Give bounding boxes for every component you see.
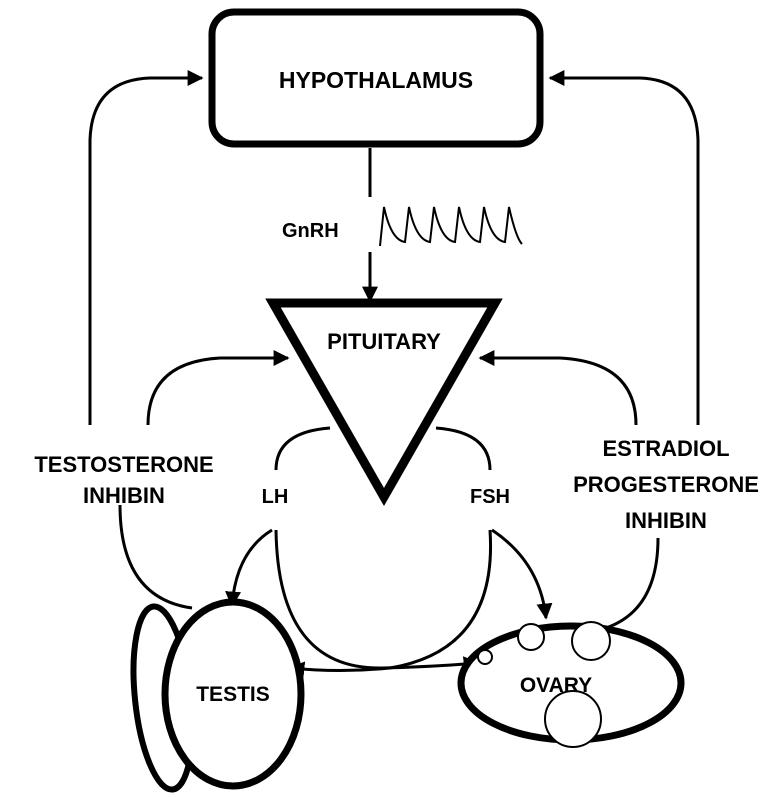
ovary-label: OVARY [520,674,592,697]
follicle-upper-large [572,622,610,660]
testosterone-to-pituitary-arrow [148,358,288,425]
follicle-lower-large [545,691,601,747]
ovary-to-feedback-line [606,538,658,628]
gnrh-pulse-trace [380,207,522,246]
fsh-to-ovary-arrow [492,530,546,618]
female-feedback-line3: INHIBIN [625,508,707,533]
female-feedback-line2: PROGESTERONE [573,472,759,497]
lh-label: LH [262,486,289,508]
testis-label: TESTIS [196,683,270,706]
follicle-medium [518,624,544,650]
gnrh-label: GnRH [282,220,339,242]
fsh-label: FSH [470,486,510,508]
estradiol-to-hypothalamus-arrow [550,78,698,425]
pituitary-label: PITUITARY [327,329,441,354]
estradiol-to-pituitary-arrow [480,358,636,425]
hypothalamus-label: HYPOTHALAMUS [279,67,473,93]
male-feedback-line1: TESTOSTERONE [34,452,213,477]
pituitary-lh-arc [276,428,330,470]
female-feedback-line1: ESTRADIOL [602,436,729,461]
lh-to-testis-arrow [232,530,272,606]
testosterone-to-hypothalamus-arrow [90,78,202,425]
male-feedback-line2: INHIBIN [83,483,165,508]
pituitary-fsh-arc [436,428,490,470]
follicle-small [478,650,492,664]
testis-to-feedback-line [120,505,192,608]
